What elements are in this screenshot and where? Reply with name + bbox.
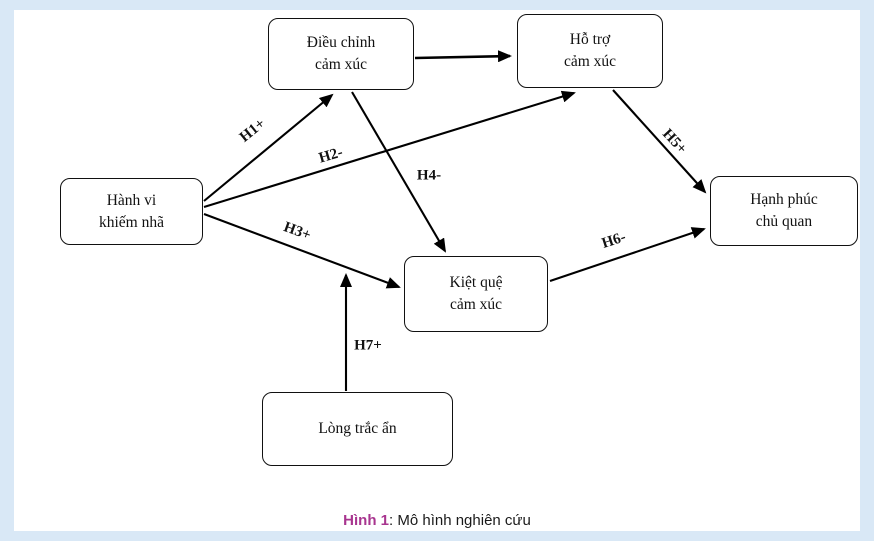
figure-caption: Hình 1: Mô hình nghiên cứu: [0, 512, 874, 529]
node-compassion-label: Lòng trắc ẩn: [318, 420, 397, 438]
node-subjective-wellbeing: Hạnh phúc chủ quan: [710, 176, 858, 246]
node-emotion-regulation: Điều chỉnh cảm xúc: [268, 18, 414, 90]
edge-regulation-to-support-arrow: [414, 50, 512, 63]
figure-caption-number: Hình 1: [343, 512, 390, 529]
node-emotion-regulation-label: Điều chỉnh cảm xúc: [306, 34, 376, 73]
node-compassion: Lòng trắc ẩn: [262, 392, 453, 466]
edge-label-h7: H7+: [354, 337, 382, 354]
node-emotional-support-label: Hỗ trợ cảm xúc: [563, 31, 617, 70]
edge-h3-arrow: [203, 213, 401, 289]
figure-caption-text: : Mô hình nghiên cứu: [389, 512, 531, 529]
node-subjective-wellbeing-label: Hạnh phúc chủ quan: [750, 191, 818, 230]
node-incivility-behavior: Hành vi khiếm nhã: [60, 178, 203, 245]
node-emotional-exhaustion: Kiệt quệ cảm xúc: [404, 256, 548, 332]
edge-h4-arrow: [351, 91, 447, 253]
edge-label-h4: H4-: [416, 167, 442, 184]
edge-h1-arrow: [203, 93, 334, 202]
edge-h2-arrow: [203, 90, 576, 209]
edge-h5-arrow: [612, 89, 707, 194]
edge-h6-arrow: [549, 227, 706, 282]
node-emotional-support: Hỗ trợ cảm xúc: [517, 14, 663, 88]
node-incivility-behavior-label: Hành vi khiếm nhã: [99, 191, 164, 231]
node-emotional-exhaustion-label: Kiệt quệ cảm xúc: [449, 274, 503, 313]
